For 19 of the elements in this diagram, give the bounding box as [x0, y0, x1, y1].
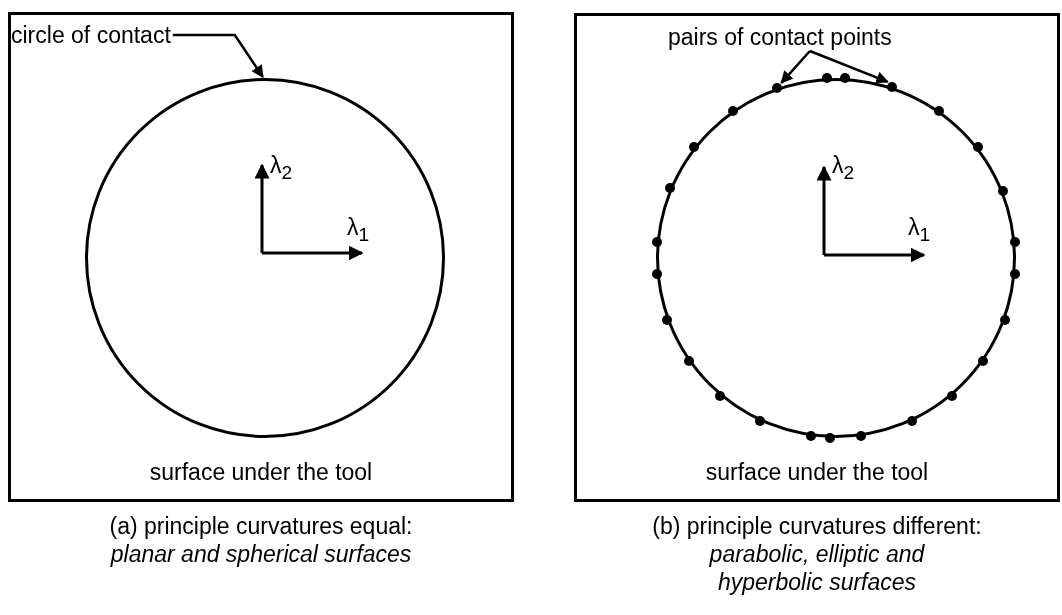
- caption-subtitle: parabolic, elliptic and hyperbolic surfaces: [708, 540, 926, 596]
- axis-label: λ$_{1}$: [908, 214, 931, 247]
- axis-label: λ$_{2}$: [832, 152, 855, 185]
- leader-line: [172, 33, 264, 79]
- panel-label: surface under the tool: [704, 459, 930, 485]
- leader-line: [809, 49, 889, 84]
- leader-line: [780, 50, 811, 84]
- callout-text: circle of contact: [11, 22, 171, 48]
- panel-label: surface under the tool: [148, 459, 374, 485]
- contact-point: [772, 82, 783, 93]
- caption-subtitle: planar and spherical surfaces: [109, 540, 413, 568]
- axis-label: λ$_{2}$: [270, 152, 293, 185]
- panel-frame: [8, 12, 514, 502]
- figure-caption: (a) principle curvatures equal:: [108, 512, 414, 540]
- contact-circle: [85, 78, 445, 438]
- contact-point: [886, 81, 897, 92]
- callout-text: pairs of contact points: [668, 24, 892, 50]
- axis-label: λ$_{1}$: [347, 214, 370, 247]
- figure-caption: (b) principle curvatures different:: [651, 512, 983, 540]
